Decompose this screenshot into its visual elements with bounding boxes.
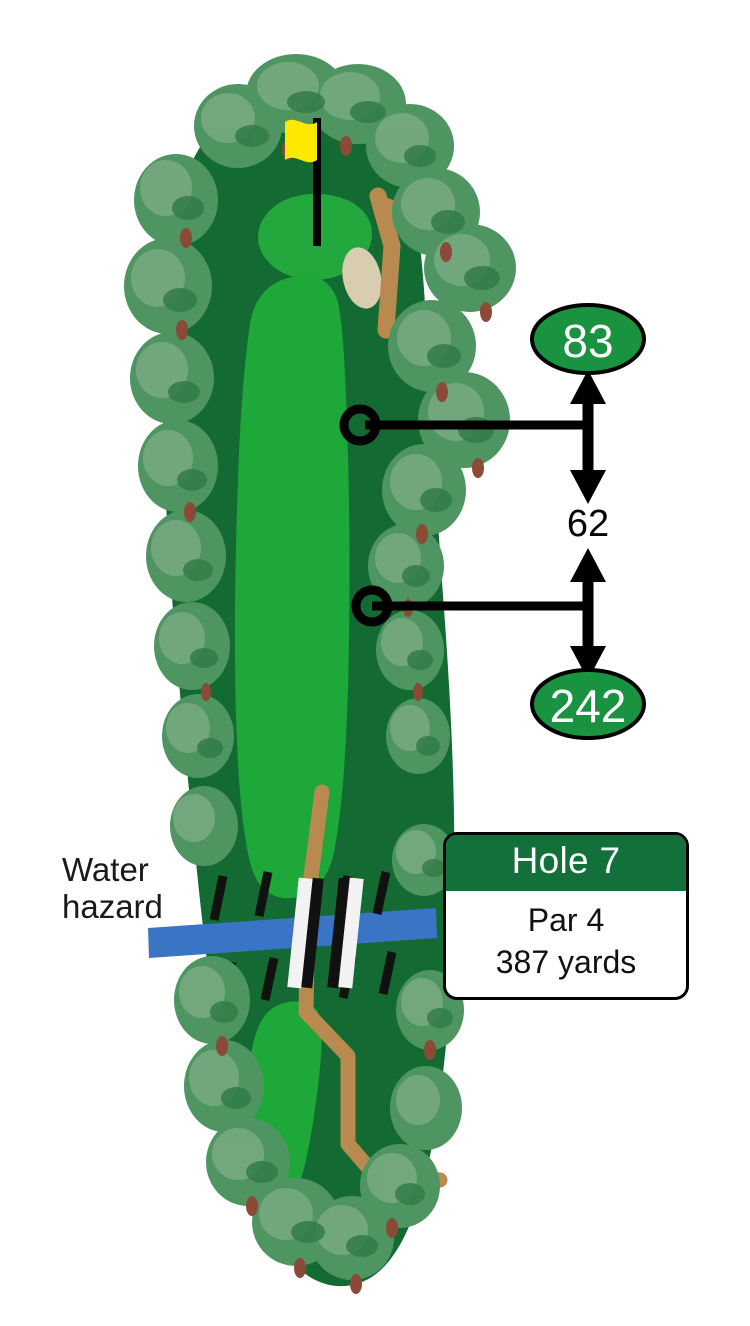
measurement-point-upper [339,404,381,446]
distance-badge-lower[interactable]: 242 [530,668,646,740]
fairway [234,275,350,899]
dimension-arrow-upper [570,370,606,504]
measurement-leader-lines [365,420,590,611]
measurement-point-lower [351,585,393,627]
water-hazard-label: Water hazard [62,851,163,926]
flag-icon [285,118,321,246]
distance-label-middle-value: 62 [567,503,609,545]
dimension-arrow-lower [570,548,606,680]
hole-info-card: Hole 7 Par 4 387 yards [443,832,689,1001]
distance-label-middle: 62 [567,503,609,545]
water-hazard-stream [148,908,437,958]
hole-info-body: Par 4 387 yards [446,891,686,997]
distance-badge-lower-value: 242 [550,680,627,732]
cart-path-bridge [287,877,364,989]
distance-badge-upper[interactable]: 83 [530,303,646,375]
hole-info-title: Hole 7 [446,835,686,891]
tree-canopy-cluster [124,54,516,1294]
hole-info-par: Par 4 [527,902,605,938]
greenside-bunker [342,247,382,309]
hole-info-yardage: 387 yards [495,944,637,981]
distance-badge-upper-value: 83 [562,315,613,367]
